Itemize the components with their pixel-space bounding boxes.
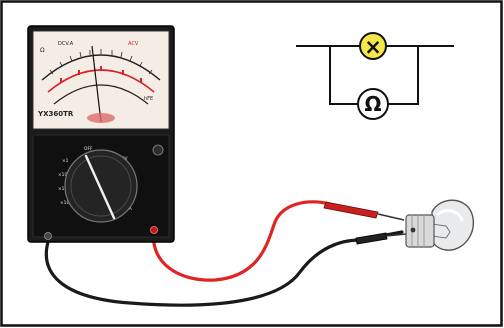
black-probe-lead <box>44 230 404 307</box>
red-probe-tip <box>323 201 405 221</box>
range-label: OFF <box>84 146 93 152</box>
range-label: ×1 <box>62 158 69 164</box>
meter-face <box>32 30 170 130</box>
circuit-wire <box>329 46 358 105</box>
face-marking-acv: ACV <box>128 41 139 47</box>
circuit-wire <box>388 46 419 105</box>
com-socket[interactable] <box>44 232 52 240</box>
lamp-symbol-glyph: × <box>364 35 382 59</box>
red-probe-lead <box>152 200 332 282</box>
meter-needle <box>91 45 102 123</box>
selector-pointer <box>84 154 116 220</box>
scale-ticks <box>49 49 153 75</box>
face-marking-ohm: Ω <box>40 47 45 54</box>
black-probe-tip <box>355 232 407 245</box>
circuit-symbol <box>296 32 454 120</box>
bulb-base <box>405 214 435 248</box>
mirror-band <box>87 113 115 123</box>
light-bulb <box>405 199 475 251</box>
positive-socket[interactable] <box>150 226 158 234</box>
ohmmeter-symbol <box>357 88 389 120</box>
range-label: ×10k <box>60 200 72 206</box>
range-label: ×10 <box>58 172 67 178</box>
meter-model-label: YX360TR <box>37 110 74 118</box>
face-marking-hfe: hFE <box>144 96 153 102</box>
face-marking-dcv: DCV.A <box>58 41 74 47</box>
red-scale-marks <box>60 66 142 83</box>
ohmmeter-symbol-glyph: Ω <box>364 92 381 116</box>
zero-adjust-knob[interactable] <box>152 144 164 156</box>
range-label: ×1k <box>58 186 67 192</box>
lamp-symbol <box>359 32 387 60</box>
multimeter: YX360TR Ω DCV.A ACV hFE OFF ×1 ×10 ×1k ×… <box>27 25 175 243</box>
range-selector-knob[interactable] <box>64 149 138 223</box>
